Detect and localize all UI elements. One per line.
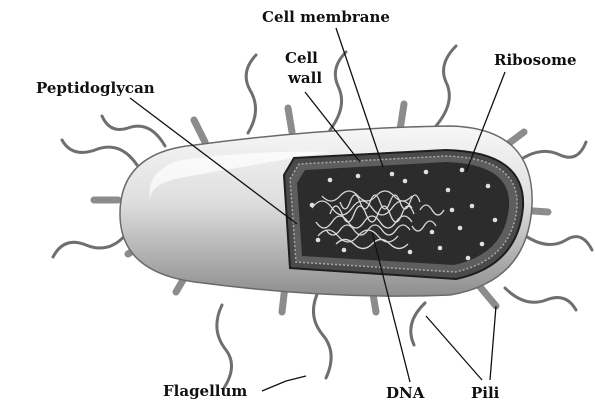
ribosome-dot	[328, 178, 333, 183]
flagellum-9	[217, 305, 232, 388]
flagellum-10	[313, 288, 331, 378]
flagellum-5	[330, 52, 346, 130]
dna-label: DNA	[386, 385, 424, 402]
ribosome-dot	[450, 208, 455, 213]
leader-flagellum	[262, 376, 306, 391]
leader-pili-1	[426, 316, 482, 380]
flagellum-12	[505, 288, 576, 310]
cell-membrane-label: Cell membrane	[262, 9, 390, 26]
flagellum-2	[53, 232, 128, 257]
pilus-8	[400, 104, 404, 130]
ribosome-dot	[486, 184, 491, 189]
ribosome-dot	[446, 188, 451, 193]
ribosome-dot	[458, 226, 463, 231]
cutaway	[284, 150, 523, 279]
flagellum-1	[62, 140, 137, 165]
flagellum-6	[436, 46, 456, 126]
flagellum-4	[246, 55, 256, 133]
ribosome-dot	[390, 172, 395, 177]
leader-pili-2	[490, 306, 496, 380]
pilus-10	[194, 120, 205, 142]
flagellum-label: Flagellum	[163, 383, 247, 400]
flagellum-3	[102, 116, 165, 146]
ribosome-label: Ribosome	[494, 52, 577, 69]
ribosome-dot	[403, 179, 408, 184]
cell-wall-label-line2: wall	[288, 70, 322, 87]
ribosome-dot	[460, 168, 465, 173]
ribosome-dot	[430, 230, 435, 235]
ribosome-dot	[424, 170, 429, 175]
flagellum-8	[520, 232, 592, 250]
ribosome-dot	[316, 238, 321, 243]
ribosome-dot	[408, 250, 413, 255]
peptidoglycan-label: Peptidoglycan	[36, 80, 155, 97]
ribosome-dot	[466, 256, 471, 261]
ribosome-dot	[342, 248, 347, 253]
ribosome-dot	[356, 174, 361, 179]
flagellum-11	[411, 303, 425, 345]
ribosome-dot	[480, 242, 485, 247]
cytoplasm	[297, 162, 509, 265]
pilus-9	[288, 108, 292, 132]
pili-label: Pili	[471, 385, 499, 402]
cell-wall-label-line1: Cell	[285, 50, 318, 67]
ribosome-dot	[470, 204, 475, 209]
ribosome-dot	[493, 218, 498, 223]
ribosome-dot	[438, 246, 443, 251]
